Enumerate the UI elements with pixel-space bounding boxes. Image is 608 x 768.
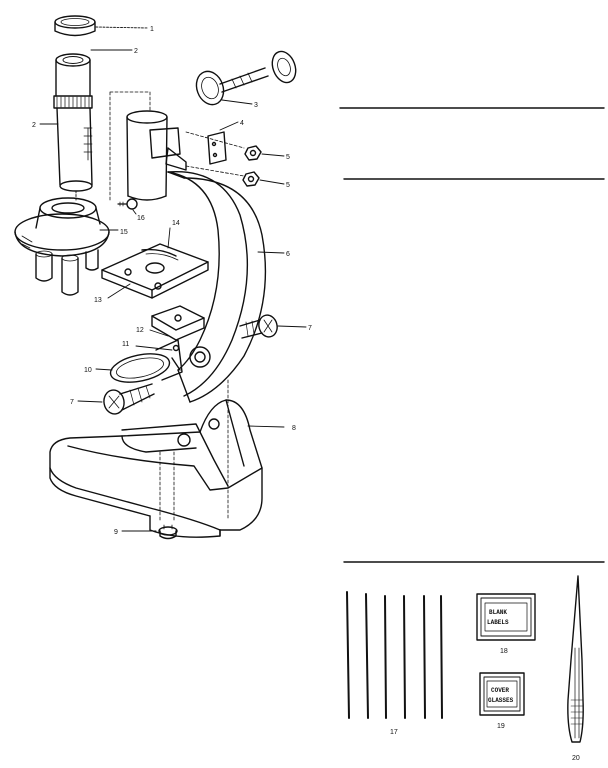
blank-labels-box: [476, 593, 536, 641]
tweezers-part: [567, 575, 584, 743]
eyepiece-cap-part: [54, 15, 96, 37]
focus-knob-part: [195, 50, 297, 106]
eyepiece-part: [53, 53, 93, 109]
nut-part-upper: [244, 145, 262, 161]
label-base: 8: [292, 425, 296, 432]
label-cover-glasses: 19: [497, 723, 505, 730]
mirror-part: [109, 339, 183, 383]
bracket-part: [207, 131, 227, 165]
label-clip-block: 12: [136, 327, 144, 334]
label-nut-lower: 5: [286, 182, 290, 189]
label-eyepiece-cap: 1: [150, 26, 154, 33]
label-body-tube: 2: [32, 122, 36, 129]
label-nut-upper: 5: [286, 154, 290, 161]
arm-part: [167, 171, 267, 403]
cover-glasses-text-2: GLASSES: [488, 697, 514, 704]
label-arm-screw: 7: [308, 325, 312, 332]
label-bracket: 4: [240, 120, 244, 127]
cover-glasses-text-1: COVER: [491, 687, 509, 694]
label-mirror-pin: 11: [122, 341, 129, 348]
stage-part: [101, 243, 209, 299]
arm-screw-part: [239, 314, 278, 339]
label-blank-labels: 18: [500, 648, 508, 655]
label-slides: 17: [390, 729, 398, 736]
label-mirror-screw: 7: [70, 399, 74, 406]
cover-glasses-box: [479, 672, 525, 716]
label-stage: 13: [94, 297, 102, 304]
nut-part-lower: [242, 171, 260, 187]
label-eyepiece: 2: [134, 48, 138, 55]
turret-part: [14, 197, 110, 296]
base-screw-part: [158, 524, 178, 540]
blank-labels-text-1: BLANK: [489, 609, 507, 616]
label-turret-screw: 16: [137, 215, 145, 222]
label-tweezers: 20: [572, 755, 580, 762]
label-focus-knob: 3: [254, 102, 258, 109]
label-base-screw: 9: [114, 529, 118, 536]
label-arm: 6: [286, 251, 290, 258]
body-tube-part: [56, 107, 93, 201]
mirror-pin-part: [171, 344, 181, 371]
part-labels: 1 2 2 3 4 5 5 6 7 7 8 9 10 11 12 13 14 1…: [32, 26, 580, 762]
tube-holder-part: [126, 110, 187, 201]
base-part: [49, 399, 263, 538]
blank-labels-text-2: LABELS: [487, 619, 509, 626]
clip-block-part: [151, 305, 205, 341]
mirror-screw-part: [103, 383, 155, 415]
label-mirror: 10: [84, 367, 92, 374]
label-stage-clips: 14: [172, 220, 180, 227]
label-turret: 15: [120, 229, 128, 236]
turret-screw-part: [117, 198, 138, 210]
slides-part: [346, 591, 443, 719]
